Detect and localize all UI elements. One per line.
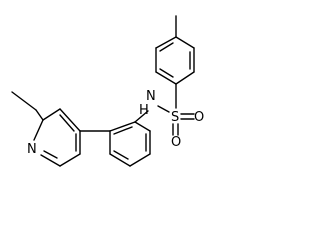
pyridine-ring [33, 108, 81, 167]
pyridine-nitrogen-label: N [27, 142, 37, 157]
oxygen-label-right: O [194, 110, 204, 125]
oxygen-label-bottom: O [171, 135, 181, 150]
amine-hydrogen-label: H [139, 103, 149, 118]
central-phenyl-ring [109, 121, 151, 167]
sulfur-label: S [171, 110, 179, 125]
amine-nitrogen-label: N [146, 89, 156, 104]
tolyl-ring [155, 36, 195, 85]
pyridine-methyl-bond-2 [11, 91, 37, 111]
s-n-bond [157, 105, 170, 113]
chemical-structure: N H S O O N [11, 15, 204, 167]
pyridine-methyl-bond [35, 109, 44, 121]
n-phenyl-bond [134, 110, 149, 123]
